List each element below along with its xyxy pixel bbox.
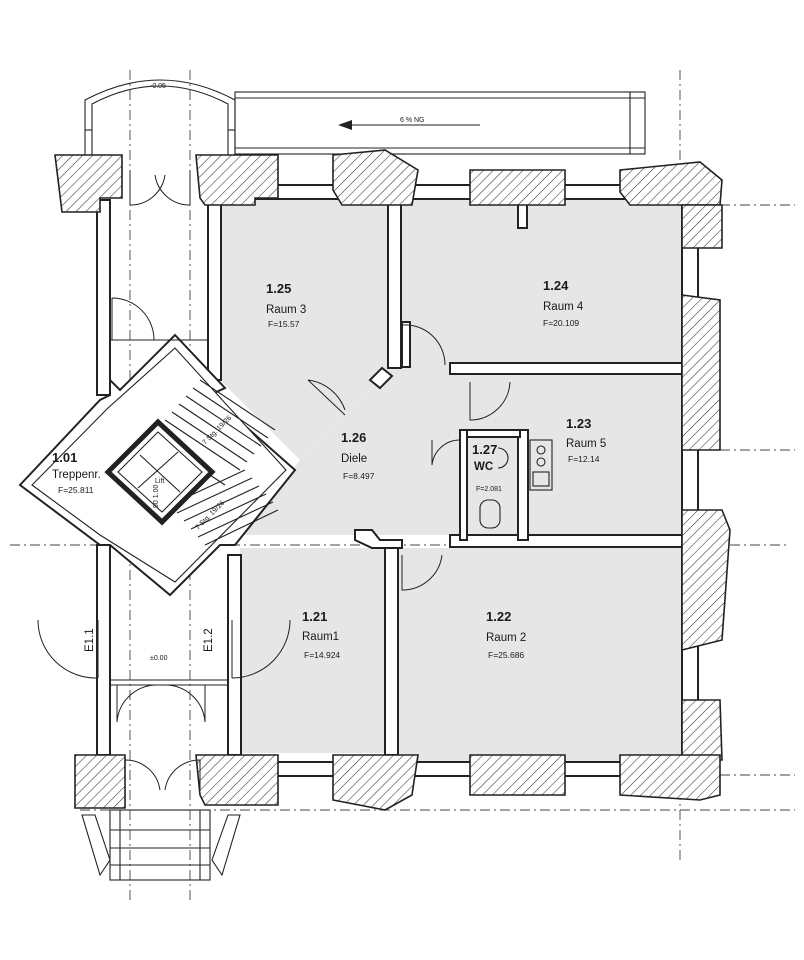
level-label-entry: ±0.00 — [150, 655, 168, 662]
room-fills — [220, 198, 682, 763]
room-1-21: 1.21 Raum1 F=14.924 — [302, 609, 340, 660]
room-number: 1.24 — [543, 278, 569, 293]
level-label-top: -0.05 — [150, 83, 166, 90]
room-name: Raum 3 — [266, 304, 306, 316]
room-area: F=20.109 — [543, 318, 579, 328]
room-area: F=8.497 — [343, 471, 375, 481]
room-area: F=14.924 — [304, 650, 340, 660]
room-number: 1.27 — [472, 442, 497, 457]
room-number: 1.21 — [302, 609, 327, 624]
entry-label-right: E1.2 — [203, 628, 215, 652]
ramp — [234, 91, 646, 155]
bottom-entry-steps — [81, 809, 241, 881]
room-1-26: 1.26 Diele F=8.497 — [341, 430, 375, 481]
room-number: 1.22 — [486, 609, 511, 624]
room-1-01: 1.01 Treppenr. F=25.811 — [52, 450, 101, 495]
room-area: F=12.14 — [568, 454, 600, 464]
room-number: 1.26 — [341, 430, 366, 445]
room-name: Raum 2 — [486, 632, 526, 644]
room-1-25: 1.25 Raum 3 F=15.57 — [266, 281, 306, 329]
room-number: 1.25 — [266, 281, 291, 296]
doors — [37, 170, 511, 791]
room-name: WC — [474, 461, 493, 473]
room-name: Diele — [341, 453, 367, 465]
room-number: 1.23 — [566, 416, 591, 431]
fixtures — [479, 439, 553, 529]
room-name: Raum1 — [302, 631, 339, 643]
room-name: Raum 4 — [543, 301, 584, 313]
room-1-24: 1.24 Raum 4 F=20.109 — [543, 278, 584, 328]
room-number: 1.01 — [52, 450, 77, 465]
entry-label-left: E1.1 — [84, 628, 96, 652]
room-area: F=15.57 — [268, 319, 300, 329]
lift-dimension: 90 1.00 — [153, 485, 160, 508]
room-1-23: 1.23 Raum 5 F=12.14 — [566, 416, 606, 464]
room-1-27: 1.27 WC F=2.081 — [472, 442, 502, 493]
room-name: Treppenr. — [52, 469, 101, 481]
top-entry-canopy — [84, 79, 236, 158]
staircase — [18, 333, 297, 597]
ramp-label: 6 % NG — [400, 117, 425, 124]
lift-label: Lift — [155, 478, 164, 485]
room-1-22: 1.22 Raum 2 F=25.686 — [486, 609, 526, 660]
room-area: F=25.686 — [488, 650, 524, 660]
room-area: F=2.081 — [476, 486, 502, 493]
room-labels: 1.01 Treppenr. F=25.811 1.25 Raum 3 F=15… — [52, 278, 606, 660]
room-area: F=25.811 — [58, 485, 94, 495]
room-name: Raum 5 — [566, 438, 606, 450]
masonry-piers — [54, 149, 731, 811]
